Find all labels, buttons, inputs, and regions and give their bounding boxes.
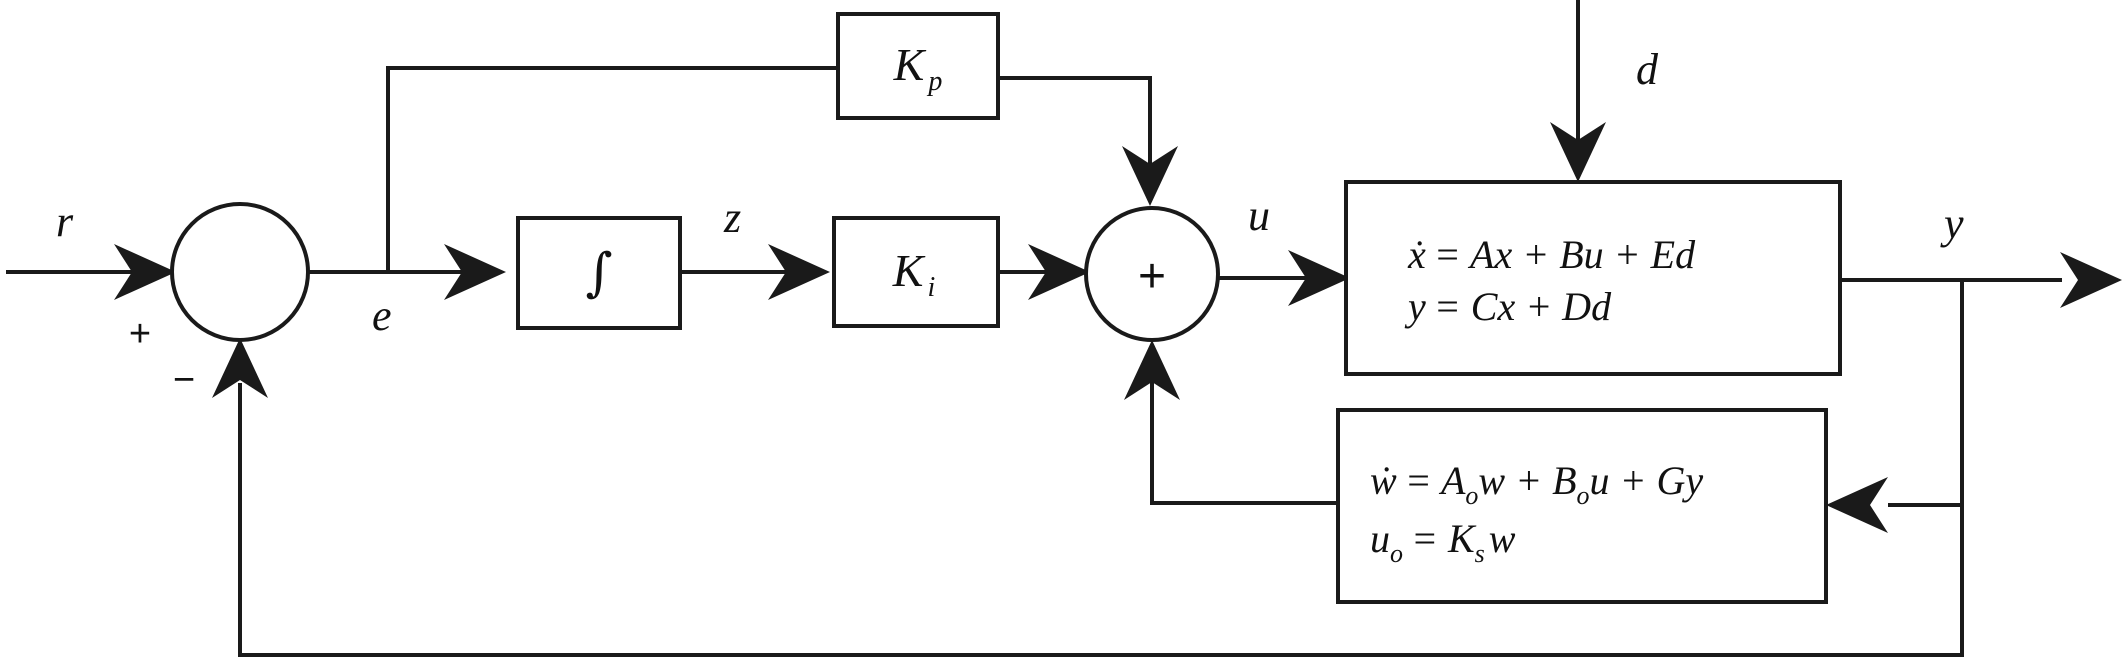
observer-equation-1: ẇ= Aow + Bou + Gy	[1370, 458, 1703, 510]
plant-equation-1: ẋ= Ax + Bu + Ed	[1407, 232, 1696, 277]
arrow-y-feedback-in	[212, 338, 268, 398]
arrow-y-observer	[1826, 477, 1888, 533]
arrow-r-in	[114, 244, 176, 300]
wire-uo-feedback	[1150, 378, 1340, 505]
label-u: u	[1248, 191, 1270, 240]
integrator-symbol: ∫	[585, 243, 612, 303]
wire-y-to-observer	[1888, 278, 1964, 507]
arrow-d-in	[1550, 122, 1606, 182]
summer2-plus-sign: +	[1138, 250, 1166, 303]
arrow-uo-in	[1124, 340, 1180, 400]
wire-kp-branch	[386, 66, 840, 274]
arrowheads	[114, 122, 2122, 533]
label-z: z	[723, 193, 741, 242]
label-e: e	[372, 291, 392, 340]
signal-wires	[6, 0, 2062, 657]
plant-block	[1344, 180, 1842, 376]
integrator-block	[516, 216, 682, 330]
arrow-e-in	[444, 244, 506, 300]
minus-sign-feedback: −	[173, 359, 195, 401]
summing-junction-1	[170, 202, 310, 342]
arrow-ki-out	[1028, 244, 1090, 300]
wire-kp-output	[996, 76, 1152, 172]
wire-y-feedback	[238, 383, 1964, 657]
plus-sign-r: +	[129, 313, 151, 355]
kp-block	[836, 12, 1000, 120]
label-r: r	[56, 197, 74, 246]
plant-equation-2: y= Cx + Dd	[1404, 284, 1612, 329]
arrow-kp-in	[1122, 146, 1178, 206]
ki-block	[832, 216, 1000, 328]
label-d: d	[1636, 45, 1659, 94]
arrow-y-out	[2060, 252, 2122, 308]
arrow-u-in	[1288, 250, 1350, 306]
summing-junction-2	[1084, 206, 1220, 342]
arrow-z-in	[768, 244, 830, 300]
observer-block	[1336, 408, 1828, 604]
label-y: y	[1940, 199, 1964, 248]
